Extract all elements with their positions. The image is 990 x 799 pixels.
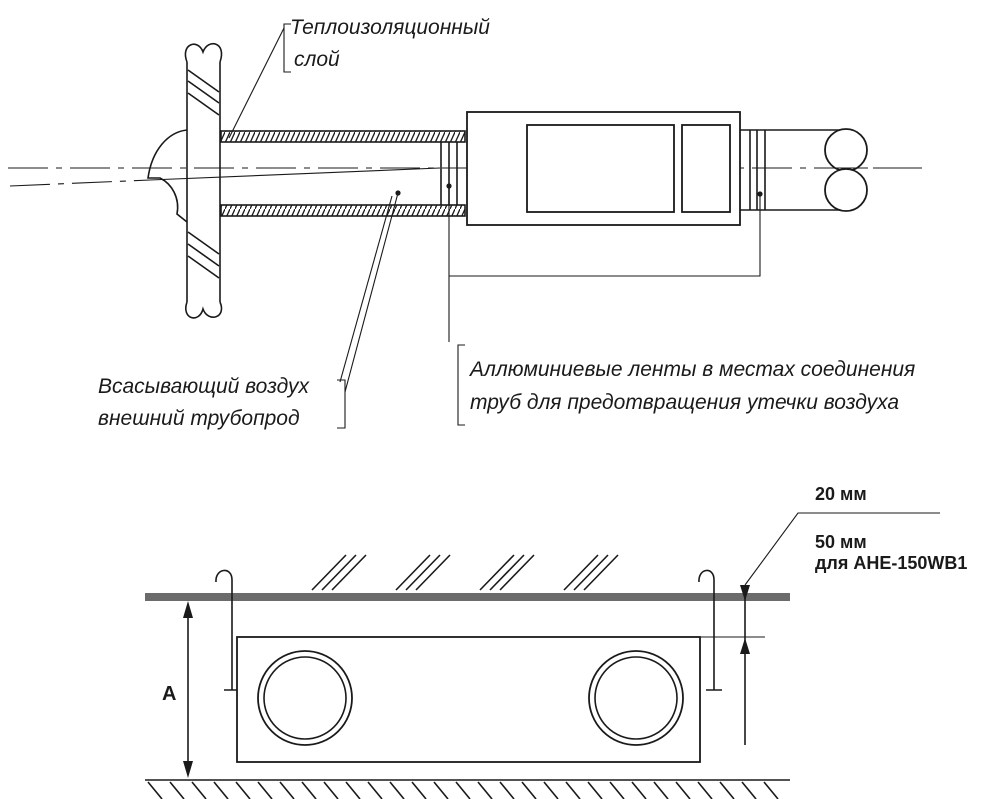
floor-hatch-line (235, 781, 251, 799)
floor-hatch-line (191, 781, 207, 799)
ceiling-hatch (311, 554, 619, 591)
floor-hatch-line (389, 781, 405, 799)
floor-hatch-line (433, 781, 449, 799)
duct-end-bottom (824, 168, 868, 212)
outlet-duct (740, 129, 845, 211)
duct-end-top (824, 128, 868, 172)
unit-panel-large (526, 124, 675, 213)
insulation-bottom (220, 204, 466, 217)
tape-label-line1: Аллюминиевые ленты в местах соединения (468, 358, 915, 381)
wall-hatch-top (187, 69, 220, 116)
tape-leader (448, 186, 761, 342)
hanger-right (698, 569, 722, 691)
floor-hatch-line (609, 781, 625, 799)
slope-line-dashed (9, 179, 151, 187)
wall-break-top (184, 42, 223, 63)
tape-bracket (457, 344, 465, 426)
duct-side-view: Теплоизоляционный слой Всасывающий возду… (8, 16, 922, 430)
gap-leader (744, 512, 940, 586)
gap-arrow-top (740, 585, 750, 601)
floor-hatch-line (499, 781, 515, 799)
floor-hatch-line (279, 781, 295, 799)
floor-hatch-line (323, 781, 339, 799)
floor-hatch-line (653, 781, 669, 799)
intake-bracket (337, 379, 346, 429)
floor-hatch-line (169, 781, 185, 799)
dimension-a-label: A (162, 683, 176, 705)
floor-hatch-line (213, 781, 229, 799)
insulation-top (220, 130, 466, 143)
mounting-front-view: A 20 мм 50 мм для AHE-150WB1 (145, 484, 967, 799)
intake-leader-2 (339, 195, 393, 383)
tape-label-line2: труб для предотвращения утечки воздуха (470, 391, 899, 414)
slope-line (149, 167, 441, 181)
insulation-label-line1: Теплоизоляционный (290, 16, 490, 39)
gap-alt-label-line1: 50 мм (815, 532, 867, 552)
floor-hatch-line (763, 781, 779, 799)
floor-hatch-line (675, 781, 691, 799)
port-right-outer (588, 650, 684, 746)
floor-hatch-line (411, 781, 427, 799)
floor-hatch-line (367, 781, 383, 799)
insulation-bracket (283, 23, 291, 73)
insulation-label-line2: слой (294, 48, 340, 71)
floor-hatch-line (455, 781, 471, 799)
floor-hatch-line (521, 781, 537, 799)
intake-label-line2: внешний трубопрод (98, 407, 300, 430)
insulation-leader (228, 27, 285, 139)
unit-panel-small (681, 124, 731, 213)
intake-label-line1: Всасывающий воздух (98, 375, 311, 398)
outside-hood (147, 129, 188, 223)
floor-hatch-line (719, 781, 735, 799)
wall-break-bottom (185, 301, 223, 319)
gap-alt-label-line2: для AHE-150WB1 (815, 553, 967, 573)
floor-hatch-line (631, 781, 647, 799)
floor-hatch-line (543, 781, 559, 799)
wall-outline (186, 62, 221, 302)
floor-hatch-line (587, 781, 603, 799)
floor-hatch-line (741, 781, 757, 799)
port-left-inner (263, 656, 347, 740)
floor-hatch-line (697, 781, 713, 799)
floor-hatch-line (477, 781, 493, 799)
wall-hatch-bottom (187, 231, 220, 279)
floor-hatch-line (301, 781, 317, 799)
floor-hatch-line (147, 781, 163, 799)
port-right-inner (594, 656, 678, 740)
floor-hatch-line (565, 781, 581, 799)
gap-min-label: 20 мм (815, 484, 867, 504)
dimension-a-arrow-bottom (183, 761, 193, 778)
floor-hatch-line (345, 781, 361, 799)
floor-hatch-line (257, 781, 273, 799)
port-left-outer (257, 650, 353, 746)
dimension-a-arrow-top (183, 601, 193, 618)
floor-hatch (147, 781, 779, 799)
intake-leader (344, 192, 399, 393)
wall (184, 42, 223, 319)
gap-arrow-bottom (740, 638, 750, 654)
